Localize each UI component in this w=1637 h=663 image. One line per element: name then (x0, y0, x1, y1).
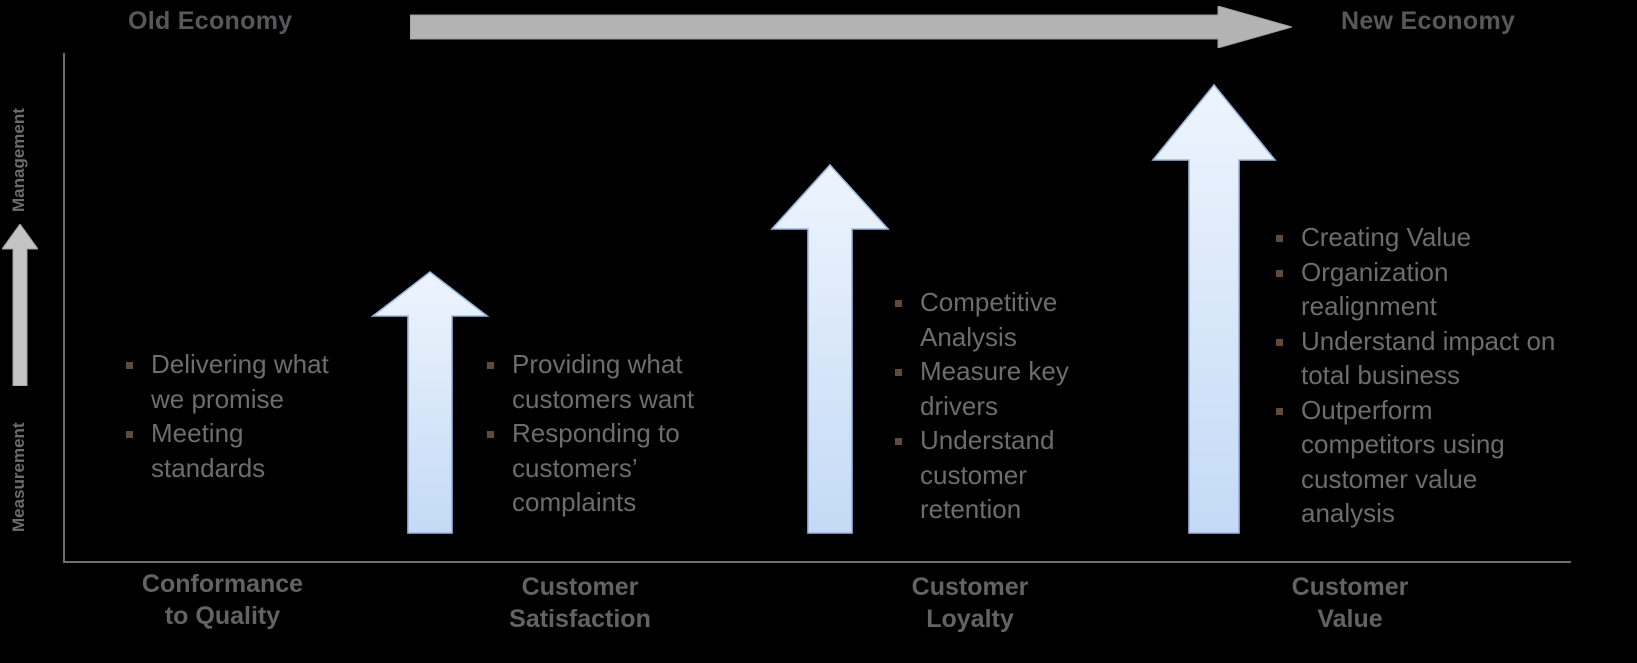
list-item: Measure key drivers (893, 354, 1103, 423)
axis-label-measurement: Measurement (9, 422, 28, 532)
stage-arrow-customer-value (1150, 83, 1278, 535)
category-label-customer-value: Customer Value (1291, 573, 1409, 633)
axis-up-arrow-icon (1, 223, 39, 387)
bullet-list-customer-value: Creating Value Organization realignment … (1274, 220, 1564, 531)
bullet-list-conformance-to-quality: Delivering what we promise Meeting stand… (124, 347, 354, 485)
category-label-conformance-to-quality: Conformance to Quality (141, 570, 304, 630)
transition-right-arrow-icon (409, 5, 1294, 49)
old-economy-label: Old Economy (128, 7, 293, 35)
list-item: Responding to customers’ complaints (485, 416, 735, 520)
list-item: Understand impact on total business (1274, 324, 1564, 393)
x-axis-line (63, 561, 1571, 563)
list-item: Creating Value (1274, 220, 1564, 255)
list-item: Organization realignment (1274, 255, 1564, 324)
category-label-customer-loyalty: Customer Loyalty (911, 573, 1029, 633)
list-item: Outperform competitors using customer va… (1274, 393, 1564, 531)
category-label-customer-satisfaction: Customer Satisfaction (509, 573, 651, 633)
new-economy-label: New Economy (1341, 7, 1516, 35)
stage-arrow-customer-satisfaction (369, 270, 491, 535)
stage-arrow-customer-loyalty (768, 163, 892, 535)
list-item: Meeting standards (124, 416, 354, 485)
list-item: Providing what customers want (485, 347, 735, 416)
bullet-list-customer-loyalty: Competitive Analysis Measure key drivers… (893, 285, 1103, 527)
list-item: Competitive Analysis (893, 285, 1103, 354)
list-item: Understand customer retention (893, 423, 1103, 527)
y-axis-line (63, 53, 65, 563)
list-item: Delivering what we promise (124, 347, 354, 416)
bullet-list-customer-satisfaction: Providing what customers want Responding… (485, 347, 735, 520)
axis-label-management: Management (9, 108, 28, 212)
